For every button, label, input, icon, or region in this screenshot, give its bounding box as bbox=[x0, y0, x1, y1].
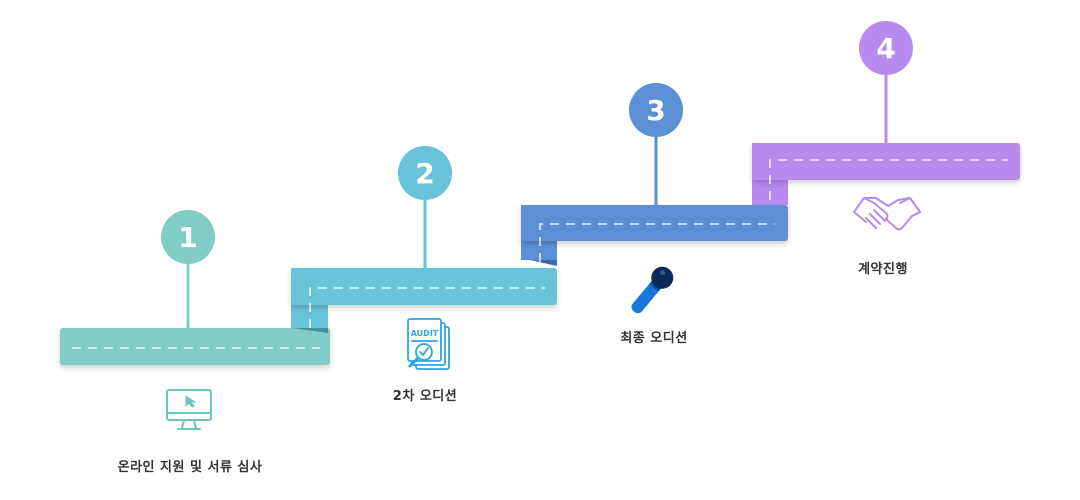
handshake-icon bbox=[853, 197, 921, 231]
step-3-road bbox=[521, 205, 788, 266]
microphone-icon bbox=[631, 266, 674, 314]
step-1-number: 1 bbox=[178, 221, 197, 254]
step-4-number: 4 bbox=[876, 32, 895, 65]
step-3-number: 3 bbox=[646, 94, 665, 127]
computer-monitor-cursor-icon bbox=[166, 389, 212, 430]
step-2-road bbox=[291, 268, 557, 333]
pin-4: 4 bbox=[859, 21, 913, 144]
audit-document-magnifier-icon: AUDIT bbox=[407, 318, 450, 370]
pin-2: 2 bbox=[398, 146, 452, 269]
svg-text:AUDIT: AUDIT bbox=[411, 329, 439, 338]
step-1-label: 온라인 지원 및 서류 심사 bbox=[117, 460, 263, 475]
step-1-road bbox=[60, 328, 330, 365]
step-4-road bbox=[752, 143, 1020, 205]
step-2-label: 2차 오디션 bbox=[392, 389, 458, 404]
pin-3: 3 bbox=[629, 83, 683, 206]
step-2-number: 2 bbox=[415, 157, 434, 190]
pin-1: 1 bbox=[161, 210, 215, 329]
step-4-label: 계약진행 bbox=[858, 262, 908, 277]
step-3-label: 최종 오디션 bbox=[620, 331, 688, 346]
